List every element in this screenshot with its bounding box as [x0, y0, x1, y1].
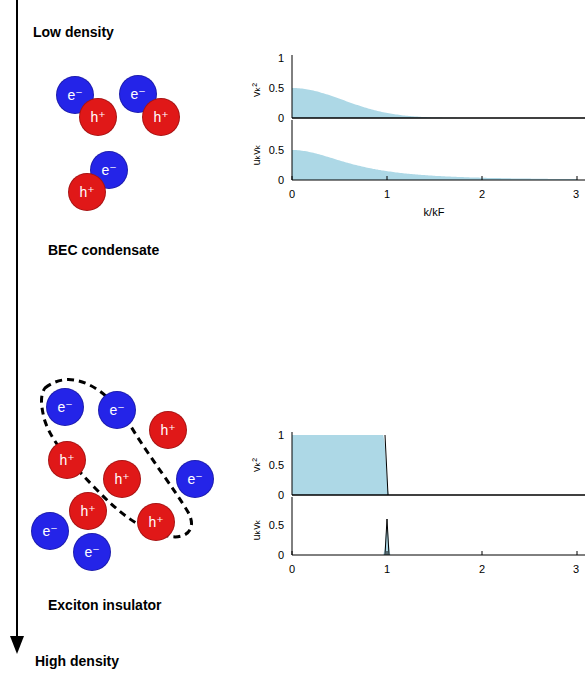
axis-label: uₖvₖ	[250, 520, 263, 541]
particle-label: h⁺	[148, 514, 163, 530]
particle-label: h⁺	[153, 109, 168, 125]
tick-label: 0.5	[269, 519, 284, 531]
particle-label: e⁻	[187, 471, 202, 487]
particle-label: h⁺	[79, 184, 94, 200]
tick-label: 0	[289, 563, 295, 575]
hole-circle: h⁺	[79, 98, 117, 136]
particle-label: h⁺	[59, 452, 74, 468]
hole-circle: h⁺	[142, 98, 180, 136]
tick-label: 0.5	[269, 144, 284, 156]
particle-label: e⁻	[57, 399, 72, 415]
x-axis	[292, 117, 585, 119]
electron-circle: e⁻	[176, 460, 214, 498]
tick-label: 0	[278, 549, 284, 561]
hole-circle: h⁺	[68, 173, 106, 211]
phase-label: Exciton insulator	[48, 597, 162, 613]
tick	[292, 551, 293, 555]
uv-curve	[292, 150, 577, 180]
particle-label: e⁻	[130, 86, 145, 102]
tick-label: 0	[278, 489, 284, 501]
tick-label: 0	[278, 112, 284, 124]
tick-label: 2	[479, 188, 485, 200]
electron-circle: e⁻	[73, 533, 111, 571]
tick	[577, 551, 578, 555]
density-arrow	[16, 0, 18, 640]
particle-label: h⁺	[160, 422, 175, 438]
phase-label: BEC condensate	[48, 242, 159, 258]
tick	[292, 176, 293, 180]
electron-circle: e⁻	[31, 512, 69, 550]
tick-label: 0.5	[269, 459, 284, 471]
particle-label: e⁻	[84, 544, 99, 560]
density-label: High density	[35, 653, 119, 669]
axis-label: vₖ²	[250, 458, 263, 472]
uv-curve	[292, 525, 577, 555]
tick	[387, 176, 388, 180]
hole-circle: h⁺	[137, 503, 175, 541]
particle-label: e⁻	[67, 87, 82, 103]
axis-label: k/kF	[424, 206, 445, 218]
x-axis	[292, 180, 585, 181]
tick	[482, 551, 483, 555]
density-label: Low density	[33, 24, 114, 40]
v2-curve	[292, 435, 577, 495]
axis-label: uₖvₖ	[250, 145, 263, 166]
tick-label: 3	[573, 563, 579, 575]
spike-edge	[385, 519, 387, 555]
tick-label: 1	[278, 429, 284, 441]
hole-circle: h⁺	[149, 411, 187, 449]
tick-label: 0	[278, 174, 284, 186]
arrow-head	[10, 636, 24, 654]
particle-label: e⁻	[101, 162, 116, 178]
electron-circle: e⁻	[98, 391, 136, 429]
tick	[577, 176, 578, 180]
y-axis	[292, 120, 293, 180]
particle-label: e⁻	[109, 402, 124, 418]
x-axis	[292, 494, 585, 496]
step-edge	[385, 435, 388, 495]
tick	[482, 176, 483, 180]
tick	[387, 551, 388, 555]
tick-label: 3	[573, 188, 579, 200]
tick-label: 1	[384, 563, 390, 575]
y-axis	[292, 55, 293, 118]
particle-label: e⁻	[42, 523, 57, 539]
particle-label: h⁺	[114, 471, 129, 487]
hole-circle: h⁺	[48, 441, 86, 479]
axis-label: vₖ²	[250, 83, 263, 97]
electron-circle: e⁻	[46, 388, 84, 426]
y-axis	[292, 497, 293, 555]
tick-label: 1	[278, 52, 284, 64]
x-axis	[292, 555, 585, 556]
particle-label: h⁺	[90, 109, 105, 125]
tick-label: 1	[384, 188, 390, 200]
hole-circle: h⁺	[69, 492, 107, 530]
y-axis	[292, 432, 293, 495]
tick-label: 0	[289, 188, 295, 200]
spike-edge	[387, 519, 389, 555]
tick-label: 2	[479, 563, 485, 575]
particle-label: h⁺	[80, 503, 95, 519]
v2-curve	[292, 88, 577, 118]
tick-label: 0.5	[269, 82, 284, 94]
hole-circle: h⁺	[103, 460, 141, 498]
